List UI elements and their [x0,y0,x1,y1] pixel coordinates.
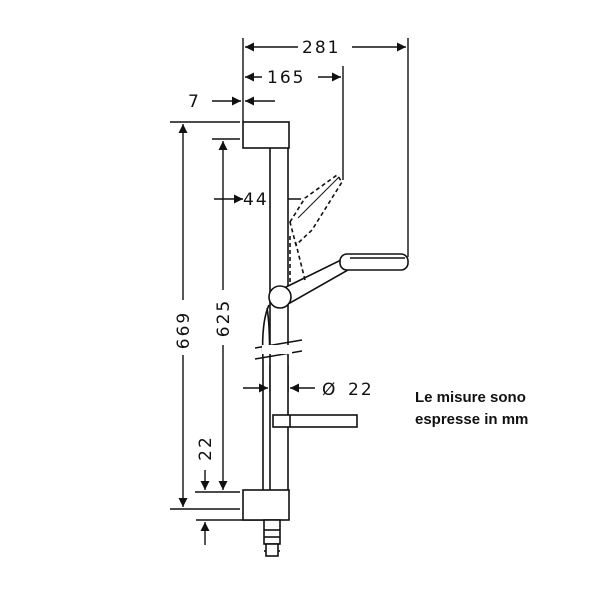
shower-hose [261,304,271,520]
diameter-symbol: Ø [322,380,337,400]
slider-knob [268,285,292,309]
dim-label-625: 625 [214,299,234,337]
dim-label-281: 281 [302,38,340,58]
break-mark [254,350,303,360]
dim-label-44: 44 [243,190,269,210]
soap-dish [272,414,358,428]
dim-label-diameter: 22 [348,380,374,400]
units-note-line-1: Le misure sono [415,389,526,406]
handshower-alt-position [289,173,343,282]
handshower-head [339,253,409,271]
top-wall-bracket [242,121,290,149]
dim-label-7: 7 [188,92,201,112]
dim-label-669: 669 [174,311,194,349]
bottom-wall-bracket [242,489,290,521]
shower-rail-assembly [242,121,409,557]
units-note: Le misure sono espresse in mm [415,387,528,431]
units-note-line-2: espresse in mm [415,411,529,428]
dim-label-165: 165 [267,68,305,88]
dim-label-22: 22 [196,435,216,461]
hose-connector [263,519,281,545]
slide-rail [269,144,289,494]
